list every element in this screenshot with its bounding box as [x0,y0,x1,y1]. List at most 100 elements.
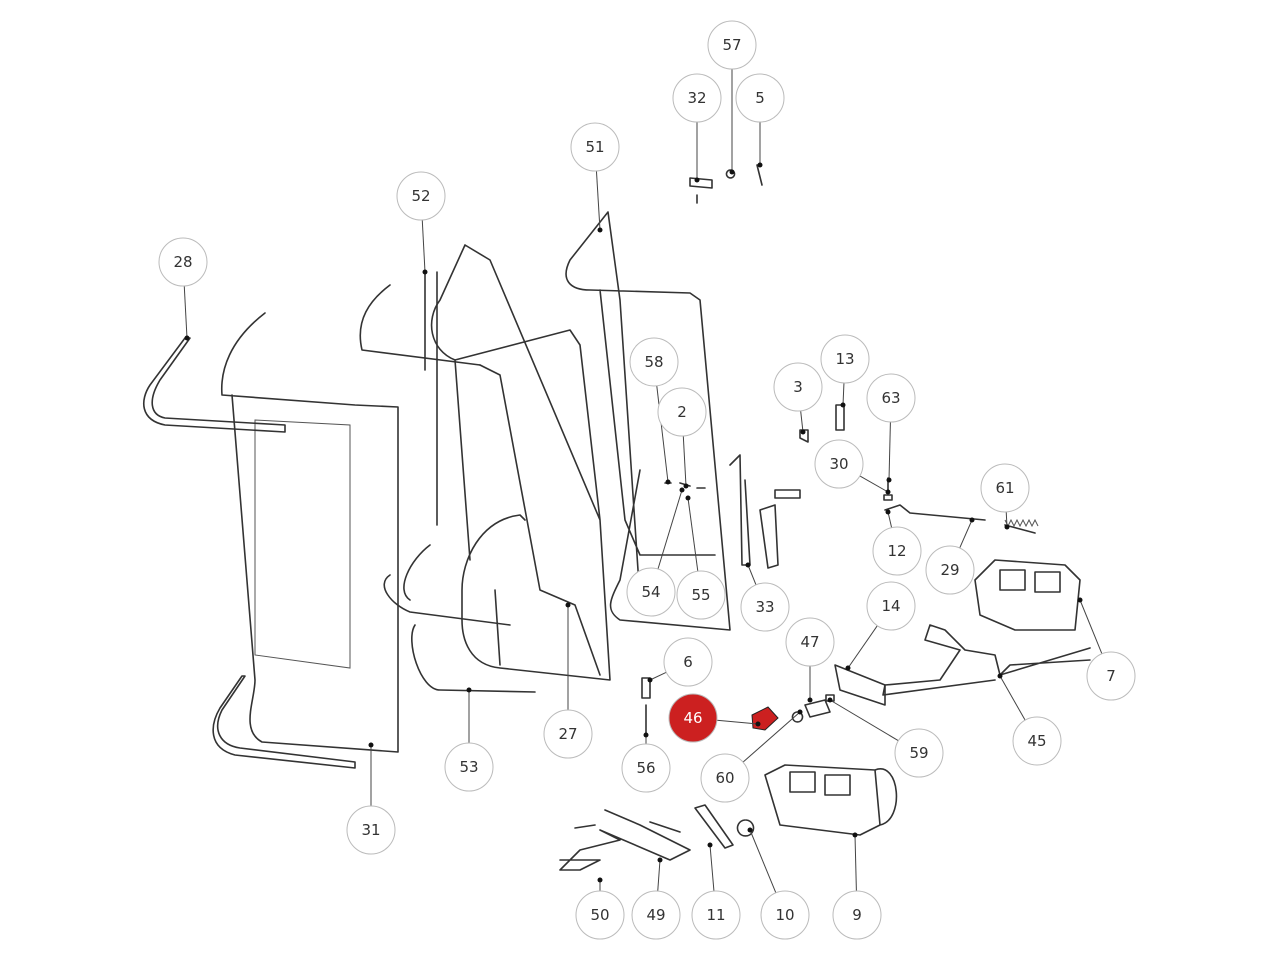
callout-3: 3 [773,362,823,435]
callout-circle [785,617,835,667]
callout-57: 57 [707,20,757,175]
callout-label: 47 [800,633,819,651]
callout-circle [1086,651,1136,701]
leader-dot [184,335,190,341]
leader-dot [757,162,763,168]
spring [1004,518,1039,528]
callout-label: 10 [775,906,794,924]
callout-circle [396,171,446,221]
leader-dot [885,509,891,515]
callout-circle [866,373,916,423]
callout-label: 45 [1027,732,1046,750]
highlighted-part-46 [751,706,779,731]
leader-dot [597,877,603,883]
gear [736,819,755,837]
leader-dot [745,562,751,568]
leader-line [656,385,669,483]
callout-label: 14 [881,597,900,615]
gearbox-bottom [764,764,898,836]
callout-label: 13 [835,350,854,368]
callout-circle [700,753,750,803]
leader-line [1079,599,1103,654]
callout-63: 63 [866,373,916,483]
leader-line [657,489,683,570]
leader-dot [597,227,603,233]
callout-circle [773,362,823,412]
callout-label: 50 [590,906,609,924]
callout-29: 29 [925,517,975,595]
leader-line [999,675,1026,721]
callout-circle [570,122,620,172]
callout-label: 11 [706,906,725,924]
leader-line [959,519,973,549]
callout-32: 32 [672,73,722,183]
callout-label: 5 [755,89,765,107]
callout-circle [1012,716,1062,766]
leader-dot [683,483,689,489]
leader-dot [422,269,428,275]
callout-27: 27 [543,602,593,759]
rear-frame [359,271,536,693]
callout-label: 31 [361,821,380,839]
leader-line [682,435,687,487]
callout-label: 9 [852,906,862,924]
leader-dot [827,697,833,703]
callout-circle [631,890,681,940]
callout-label: 61 [995,479,1014,497]
callout-49: 49 [631,857,681,940]
callout-label: 7 [1106,667,1116,685]
leader-line [842,382,845,406]
leader-dot [665,479,671,485]
leader-dot [729,169,735,175]
leader-dot [807,697,813,703]
leader-dot [657,857,663,863]
lower-bracket [559,809,691,871]
leader-line [716,719,759,725]
callout-label: 33 [755,598,774,616]
callout-circle [814,439,864,489]
door-frame [430,244,611,681]
callout-circle [735,73,785,123]
callout-circle [158,237,208,287]
leader-line [687,497,699,572]
leader-dot [466,687,472,693]
callout-label: 60 [715,769,734,787]
callout-58: 58 [629,337,679,485]
base-bracket [882,624,1091,696]
leader-dot [845,665,851,671]
callout-circle [543,709,593,759]
callout-circle [980,463,1030,513]
leader-dot [368,742,374,748]
leader-dot [755,721,761,727]
leader-dot [685,495,691,501]
leader-dot [997,673,1003,679]
callout-30: 30 [814,439,891,495]
callout-circle [872,526,922,576]
callout-label: 53 [459,758,478,776]
callout-circle [629,337,679,387]
glass-panel [220,312,399,753]
callout-5: 5 [735,73,785,168]
callout-label: 30 [829,455,848,473]
leader-dot [1077,597,1083,603]
callout-label: 58 [644,353,663,371]
callout-circle [663,637,713,687]
callout-circle [760,890,810,940]
callout-circle [691,890,741,940]
callout-2: 2 [657,387,707,489]
leader-line [747,564,757,585]
callout-52: 52 [396,171,446,275]
callout-50: 50 [575,877,625,940]
part-drawings [142,164,1091,871]
strip-plate [694,804,734,849]
leader-line [742,711,801,763]
callout-circle [707,20,757,70]
leader-dot [840,402,846,408]
callout-circle [866,581,916,631]
callout-56: 56 [621,732,671,793]
side-frame [565,211,731,631]
callout-31: 31 [346,742,396,855]
callout-label: 56 [636,759,655,777]
callout-label: 63 [881,389,900,407]
callout-label: 55 [691,586,710,604]
